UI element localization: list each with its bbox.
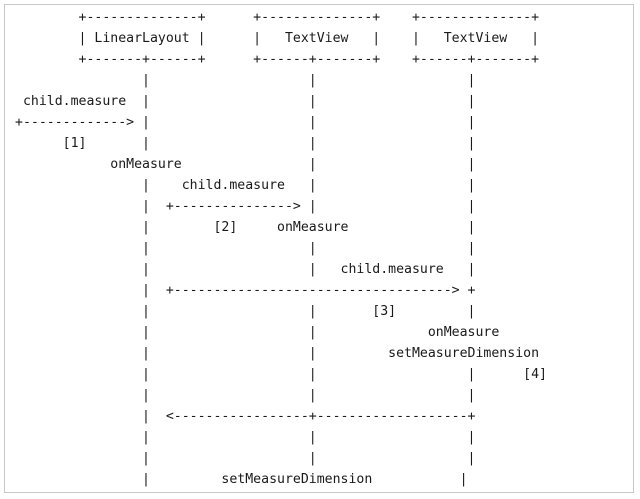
ascii-diagram-frame: +--------------+ +--------------+ +-----… (4, 4, 634, 493)
ascii-sequence-diagram: +--------------+ +--------------+ +-----… (15, 10, 547, 487)
